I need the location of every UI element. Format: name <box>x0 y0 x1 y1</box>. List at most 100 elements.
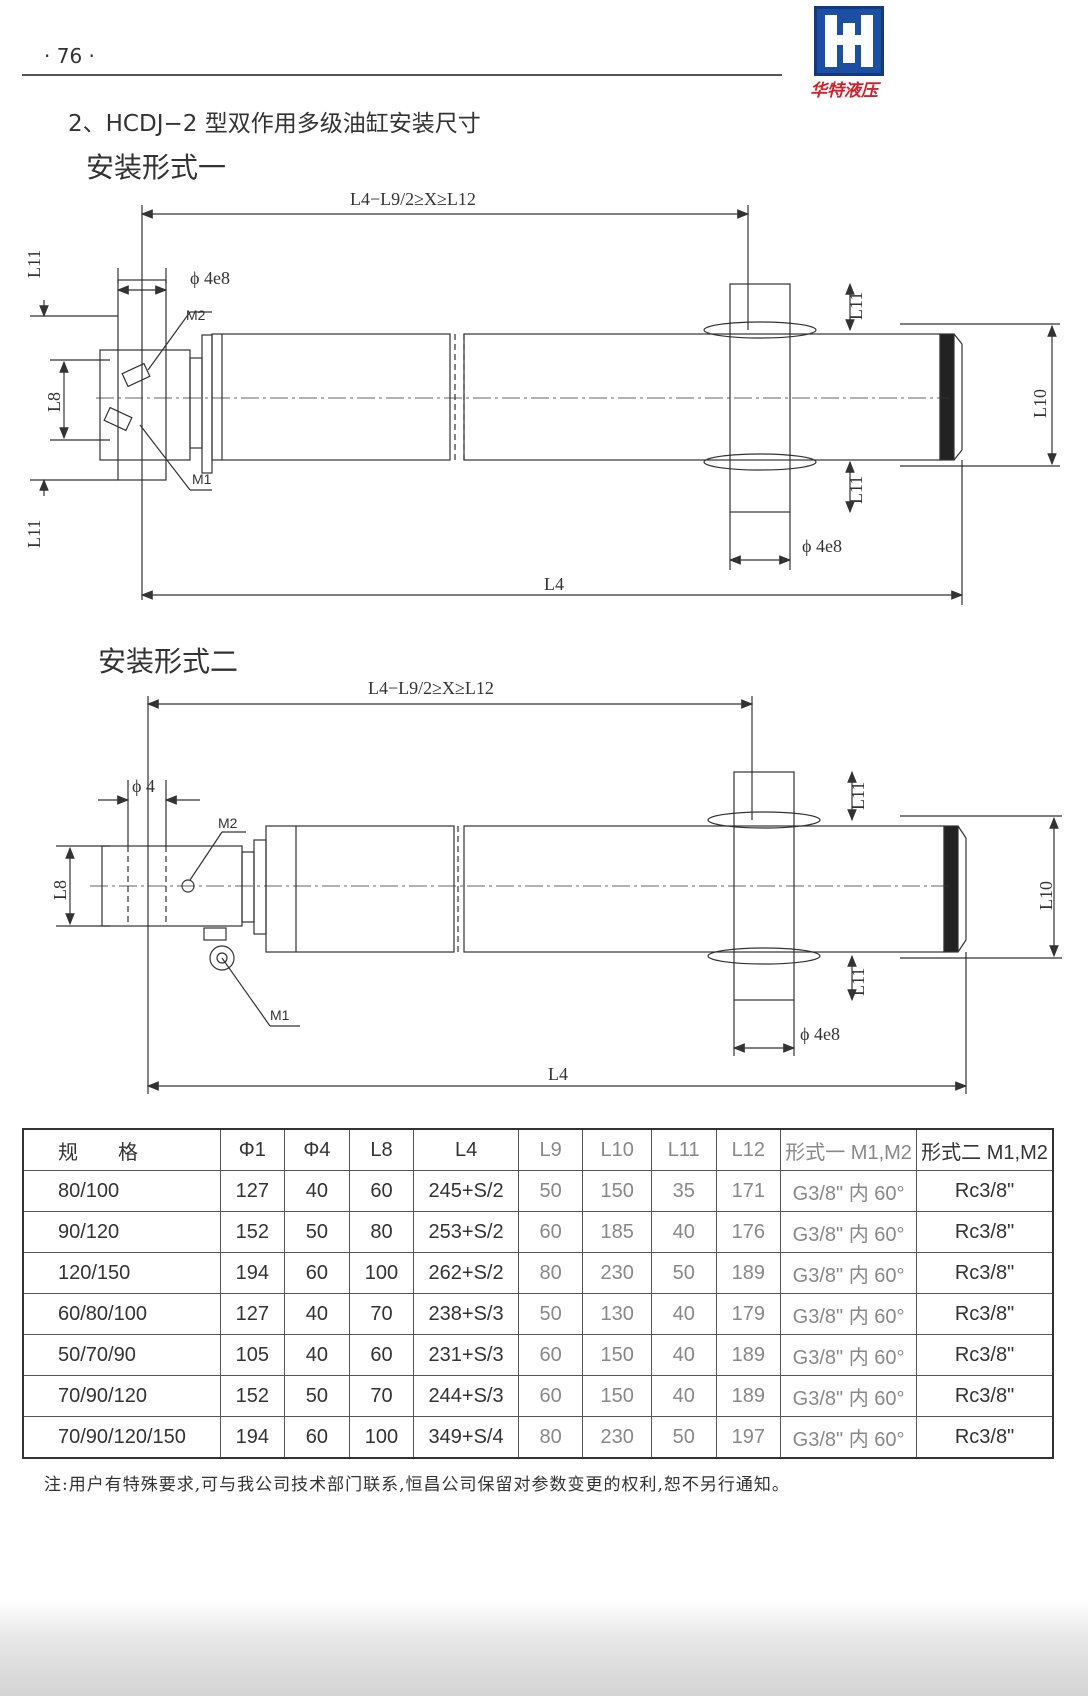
form1-phi-top: ϕ 4e8 <box>190 268 230 288</box>
form2-m1-label: M1 <box>270 1007 290 1023</box>
cell-l12: 189 <box>715 1375 782 1417</box>
cell-l4: 238+S/3 <box>413 1293 519 1335</box>
cell-l10: 185 <box>582 1211 652 1253</box>
cell-form2-ports: Rc3/8" <box>916 1334 1054 1376</box>
form2-l8: L8 <box>50 880 70 900</box>
form2-stroke-range: L4−L9/2≥X≥L12 <box>368 678 494 698</box>
cell-l9: 50 <box>517 1293 584 1335</box>
cell-l12: 179 <box>715 1293 782 1335</box>
cell-l8: 70 <box>348 1293 415 1335</box>
form2-l10: L10 <box>1036 881 1056 910</box>
cell-l11: 50 <box>650 1416 717 1459</box>
cell-l9: 60 <box>517 1334 584 1376</box>
header-phi4: Φ4 <box>284 1128 350 1171</box>
form1-l8: L8 <box>44 392 64 412</box>
cell-l8: 80 <box>348 1211 415 1253</box>
form1-l11-trunnion-bottom: L11 <box>846 476 866 504</box>
cell-l9: 80 <box>517 1252 584 1294</box>
cell-l12: 176 <box>715 1211 782 1253</box>
cell-form1-ports: G3/8" 内 60° <box>780 1211 918 1253</box>
cell-phi1: 194 <box>219 1416 286 1459</box>
cell-l9: 50 <box>517 1170 584 1212</box>
section-title: 2、HCDJ−2 型双作用多级油缸安装尺寸 <box>68 111 481 137</box>
cell-l10: 230 <box>582 1252 652 1294</box>
header-form1-ports: 形式一 M1,M2 <box>780 1128 918 1171</box>
cell-form2-ports: Rc3/8" <box>916 1170 1054 1212</box>
footnote: 注:用户有特殊要求,可与我公司技术部门联系,恒昌公司保留对参数变更的权利,恕不另… <box>44 1475 790 1495</box>
header-l11: L11 <box>650 1128 717 1171</box>
cell-spec: 50/70/90 <box>22 1334 221 1376</box>
form2-phi4: ϕ 4 <box>132 776 155 796</box>
cell-l8: 60 <box>348 1170 415 1212</box>
cell-phi1: 152 <box>219 1211 286 1253</box>
cell-phi4: 50 <box>284 1211 350 1253</box>
cell-l10: 150 <box>582 1375 652 1417</box>
cell-l9: 60 <box>517 1375 584 1417</box>
form2-drawing: L4−L9/2≥X≥L12 ϕ 4 M2 M1 L8 L10 L11 L11 ϕ… <box>50 678 1062 1094</box>
cell-l9: 80 <box>517 1416 584 1459</box>
header-l4: L4 <box>413 1128 519 1171</box>
cell-phi4: 40 <box>284 1334 350 1376</box>
header-l9: L9 <box>517 1128 584 1171</box>
header-phi1: Φ1 <box>219 1128 286 1171</box>
cell-spec: 60/80/100 <box>22 1293 221 1335</box>
form1-m1-label: M1 <box>192 471 212 487</box>
form1-l11-bottom: L11 <box>24 520 44 548</box>
form2-m2-label: M2 <box>218 815 238 831</box>
form1-l11-top: L11 <box>24 250 44 278</box>
cell-l4: 244+S/3 <box>413 1375 519 1417</box>
cell-l10: 130 <box>582 1293 652 1335</box>
cell-spec: 120/150 <box>22 1252 221 1294</box>
header-form2-ports: 形式二 M1,M2 <box>916 1128 1054 1171</box>
header-l10: L10 <box>582 1128 652 1171</box>
cell-l11: 40 <box>650 1211 717 1253</box>
cell-l12: 171 <box>715 1170 782 1212</box>
cell-l12: 189 <box>715 1252 782 1294</box>
cell-l10: 150 <box>582 1170 652 1212</box>
cell-l4: 349+S/4 <box>413 1416 519 1459</box>
cell-form1-ports: G3/8" 内 60° <box>780 1170 918 1212</box>
form1-l10: L10 <box>1030 389 1050 418</box>
form1-l11-trunnion-top: L11 <box>846 292 866 320</box>
form1-phi-trunnion: ϕ 4e8 <box>802 536 842 556</box>
cell-l9: 60 <box>517 1211 584 1253</box>
cell-phi1: 152 <box>219 1375 286 1417</box>
cell-l12: 189 <box>715 1334 782 1376</box>
cell-spec: 80/100 <box>22 1170 221 1212</box>
cell-spec: 90/120 <box>22 1211 221 1253</box>
cell-l4: 231+S/3 <box>413 1334 519 1376</box>
cell-l11: 35 <box>650 1170 717 1212</box>
cell-spec: 70/90/120 <box>22 1375 221 1417</box>
table-header-row: 规 格 Φ1 Φ4 L8 L4 L9 L10 L11 L12 形式一 M1,M2… <box>22 1128 1054 1171</box>
cell-form1-ports: G3/8" 内 60° <box>780 1252 918 1294</box>
cell-l10: 150 <box>582 1334 652 1376</box>
cell-l4: 262+S/2 <box>413 1252 519 1294</box>
cell-form1-ports: G3/8" 内 60° <box>780 1334 918 1376</box>
form1-title: 安装形式一 <box>86 151 227 184</box>
cell-phi4: 50 <box>284 1375 350 1417</box>
cell-form2-ports: Rc3/8" <box>916 1252 1054 1294</box>
cell-phi1: 194 <box>219 1252 286 1294</box>
cell-phi1: 127 <box>219 1293 286 1335</box>
cell-l12: 197 <box>715 1416 782 1459</box>
scan-shadow <box>0 1600 1088 1696</box>
cell-l4: 245+S/2 <box>413 1170 519 1212</box>
cell-form1-ports: G3/8" 内 60° <box>780 1375 918 1417</box>
cell-l8: 70 <box>348 1375 415 1417</box>
cell-l8: 100 <box>348 1252 415 1294</box>
company-logo: 华特液压 <box>810 6 890 101</box>
form2-l11-bottom: L11 <box>848 968 868 996</box>
form2-l11-top: L11 <box>848 782 868 810</box>
cell-phi4: 60 <box>284 1252 350 1294</box>
cell-phi1: 105 <box>219 1334 286 1376</box>
cell-l11: 40 <box>650 1334 717 1376</box>
cell-phi1: 127 <box>219 1170 286 1212</box>
cell-l4: 253+S/2 <box>413 1211 519 1253</box>
cell-form1-ports: G3/8" 内 60° <box>780 1293 918 1335</box>
cell-form2-ports: Rc3/8" <box>916 1211 1054 1253</box>
